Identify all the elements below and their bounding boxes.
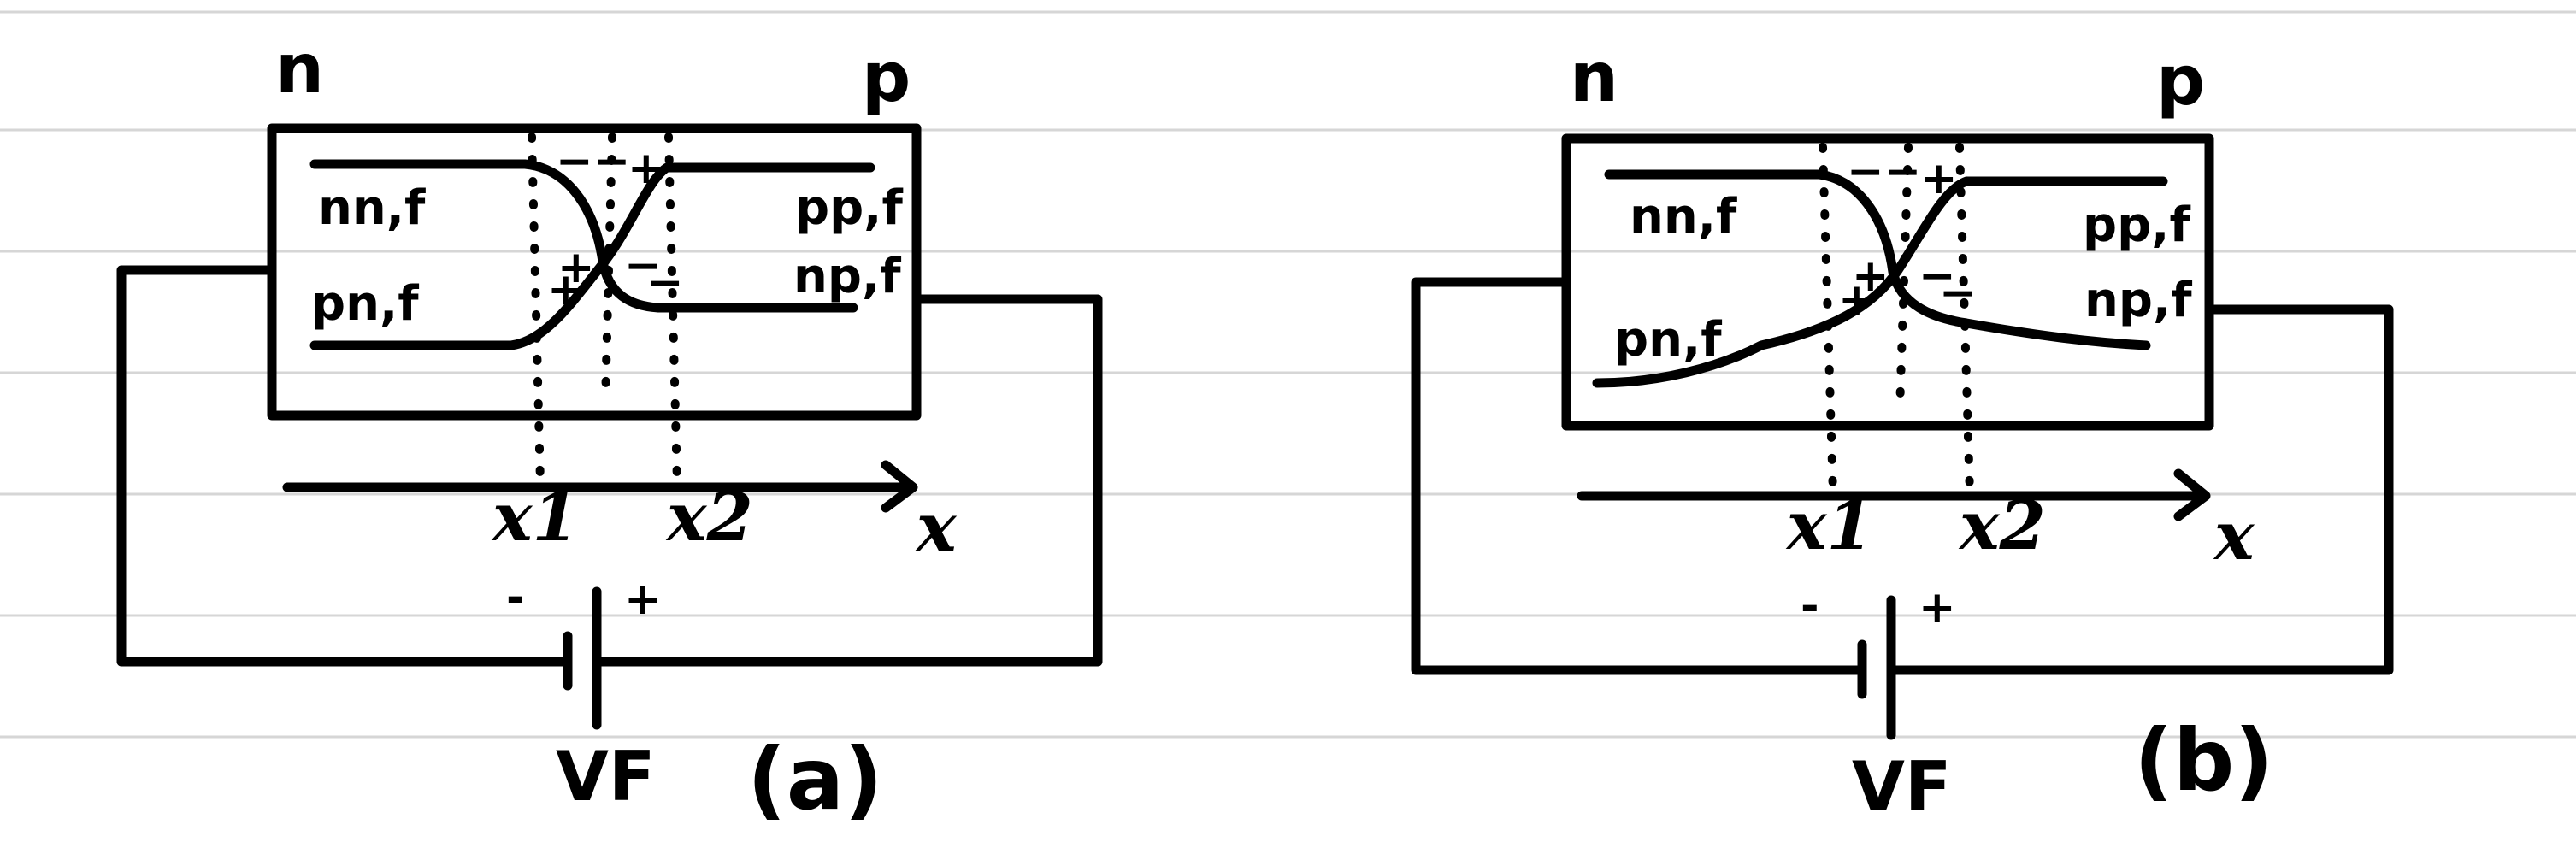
battery-minus: - [1801,580,1819,632]
label-nn-f: nn,f [1630,189,1737,244]
label-pp-f: pp,f [795,180,903,236]
negative-charges-lower-2: − [1939,268,1977,319]
label-p-region: p [2156,41,2205,121]
positive-charges-lower: + [1852,250,1889,302]
x-axis-arrowhead [881,460,918,513]
caption-a: (a) [747,729,883,829]
ruled-lines [0,10,2576,739]
electron-concentration-curve [309,159,858,313]
positive-charges: + [1920,153,1958,204]
label-nn-f: nn,f [318,180,426,236]
battery-plus: + [1919,582,1956,633]
caption-b: (b) [2134,710,2273,810]
label-np-f: np,f [2084,273,2192,328]
circuit-wire-left [1411,277,1867,675]
negative-charges-lower: − [624,240,662,292]
electron-concentration-curve [1604,169,2151,350]
label-n-region: n [275,29,324,109]
circuit-wire-right [592,294,1103,667]
label-voltage: VF [556,737,656,816]
label-x-axis: x [2213,498,2255,575]
label-pp-f: pp,f [2083,197,2190,253]
x-axis-arrowhead [2173,468,2211,521]
circuit-wire-right [1886,304,2394,675]
label-x1: x1 [1785,487,1873,565]
x1-boundary-line [528,133,545,488]
junction-center-line [1895,143,1913,415]
label-x1: x1 [491,479,579,557]
negative-charges: −− [1847,146,1921,197]
label-pn-f: pn,f [311,276,419,332]
diagram-b: n p −− + + + − − nn,f pn,f pp,f np,f x1 … [1411,38,2394,827]
hole-concentration-curve [309,162,875,350]
circuit-wire-left [116,265,573,667]
label-voltage: VF [1852,747,1952,827]
battery-plus: + [624,574,662,625]
positive-charges-lower: + [557,242,595,293]
label-x2: x2 [665,479,753,557]
hole-concentration-curve [1592,176,2168,388]
positive-charges: + [628,143,665,194]
positive-charges-lower-2: + [547,264,585,315]
label-np-f: np,f [793,249,901,304]
negative-charges: −− [556,136,630,187]
negative-charges-lower: − [1919,250,1956,302]
label-x2: x2 [1958,487,2046,565]
negative-charges-lower-2: − [646,257,684,309]
label-p-region: p [862,38,911,117]
label-x-axis: x [915,489,958,567]
positive-charges-lower-2: + [1838,274,1876,326]
label-pn-f: pn,f [1614,312,1722,368]
battery-minus: - [506,572,525,623]
label-n-region: n [1570,38,1618,117]
diagram-a: n p −− + + + − − nn,f pn,f pp,f np,f x1 … [116,29,1103,829]
